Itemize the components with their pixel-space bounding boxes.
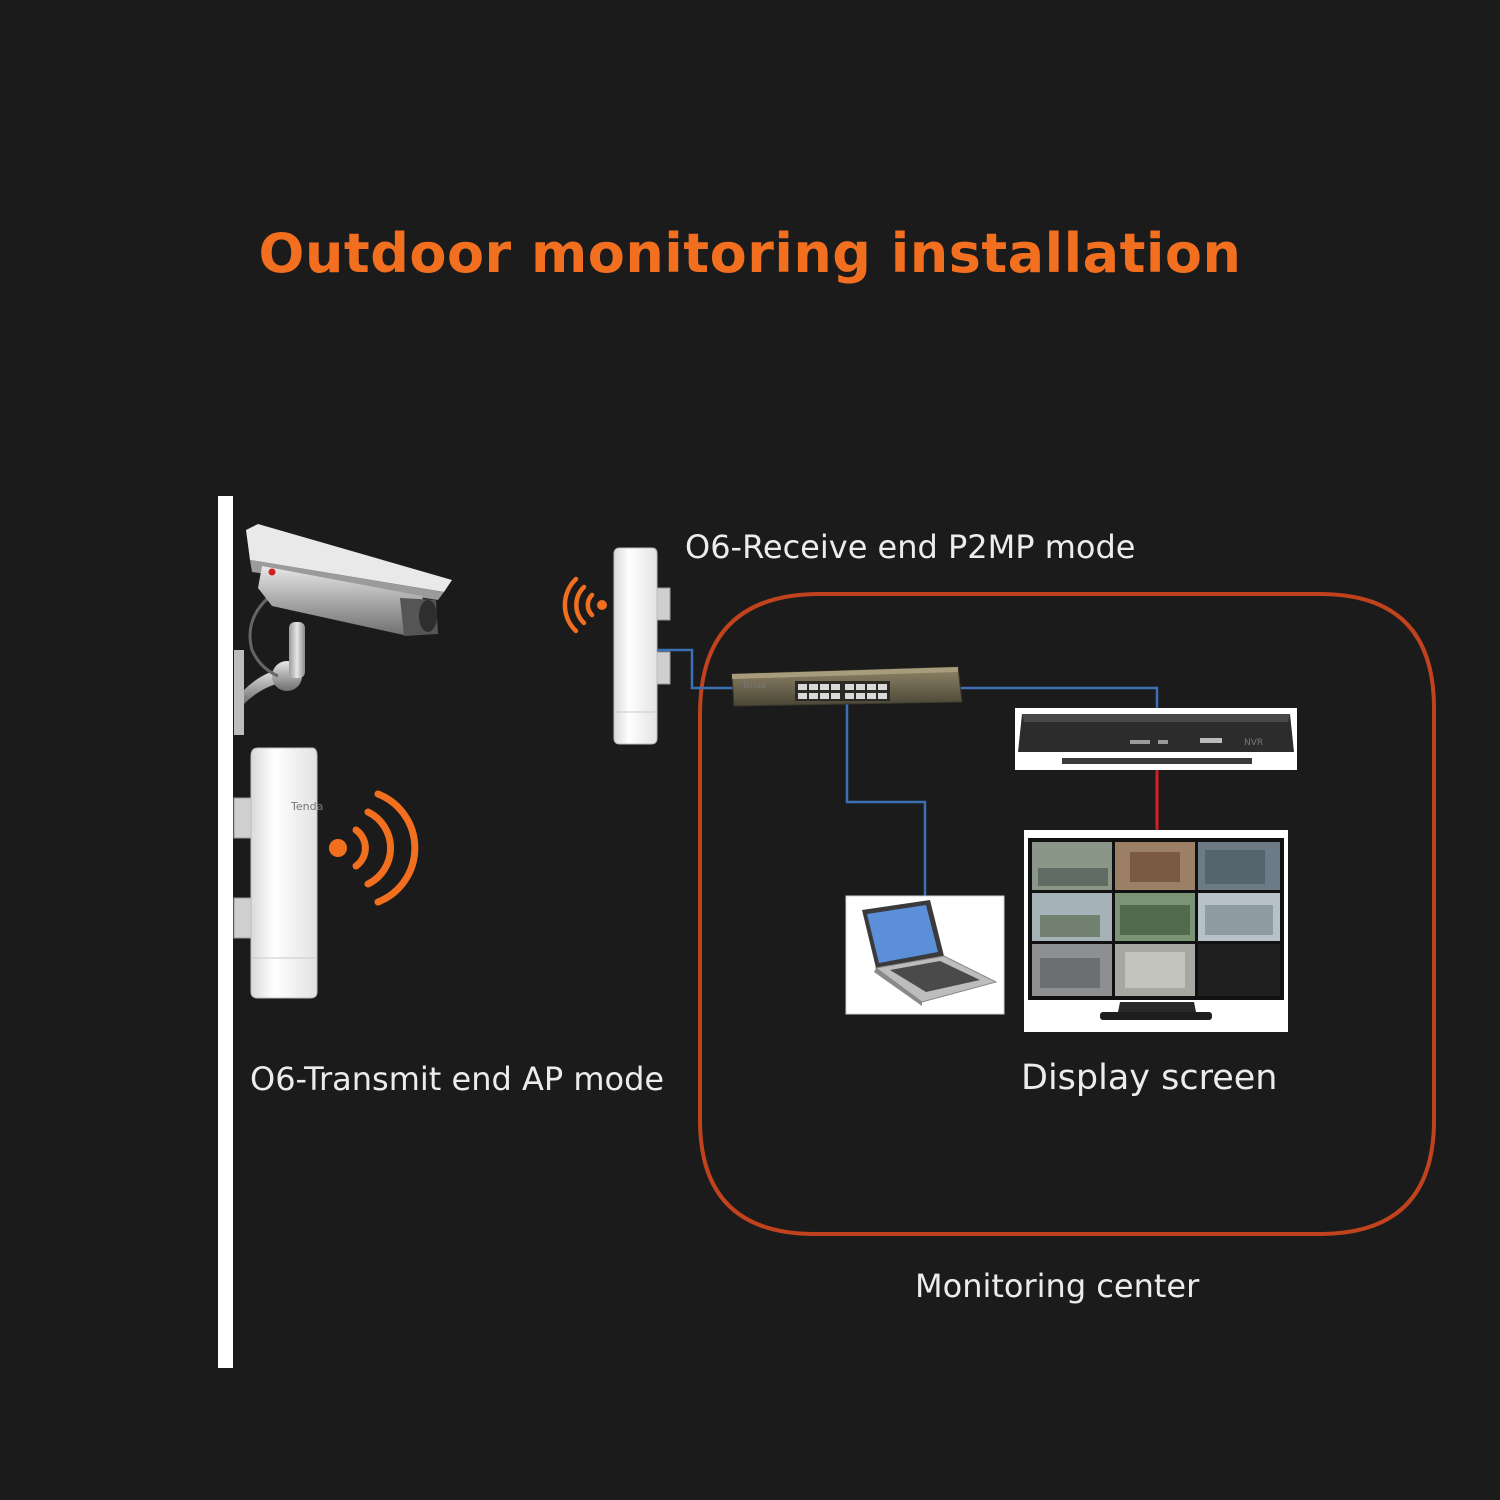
svg-text:NVR: NVR — [1244, 738, 1263, 748]
cpe-receiver-icon — [613, 547, 671, 745]
security-camera-icon — [234, 524, 452, 735]
mounting-pole — [218, 496, 233, 1368]
transmitter-brand-label: Tenda — [290, 800, 323, 813]
display-screen-label: Display screen — [1021, 1058, 1278, 1098]
network-cables — [658, 648, 1159, 898]
laptop-icon — [845, 895, 1005, 1015]
switch-brand-label: Tenda — [741, 681, 766, 690]
monitoring-center-boundary — [698, 592, 1436, 1236]
cable-receiver-to-switch — [658, 648, 735, 690]
network-switch-icon: Tenda — [731, 666, 963, 707]
cable-switch-to-laptop — [845, 700, 927, 898]
page-title: Outdoor monitoring installation — [258, 222, 1242, 285]
receive-end-label: O6-Receive end P2MP mode — [685, 528, 1136, 566]
monitoring-center-label: Monitoring center — [915, 1267, 1200, 1305]
nvr-recorder-icon: NVR — [1015, 708, 1297, 770]
transmit-end-label: O6-Transmit end AP mode — [250, 1060, 665, 1098]
cpe-transmitter-icon: Tenda — [233, 747, 323, 999]
camera-feed-grid — [1032, 842, 1280, 996]
cable-switch-to-nvr — [958, 686, 1159, 712]
monitor-icon — [1024, 830, 1288, 1032]
wifi-signal-icon — [329, 790, 419, 906]
receiver-wifi-signal-icon — [562, 576, 607, 634]
